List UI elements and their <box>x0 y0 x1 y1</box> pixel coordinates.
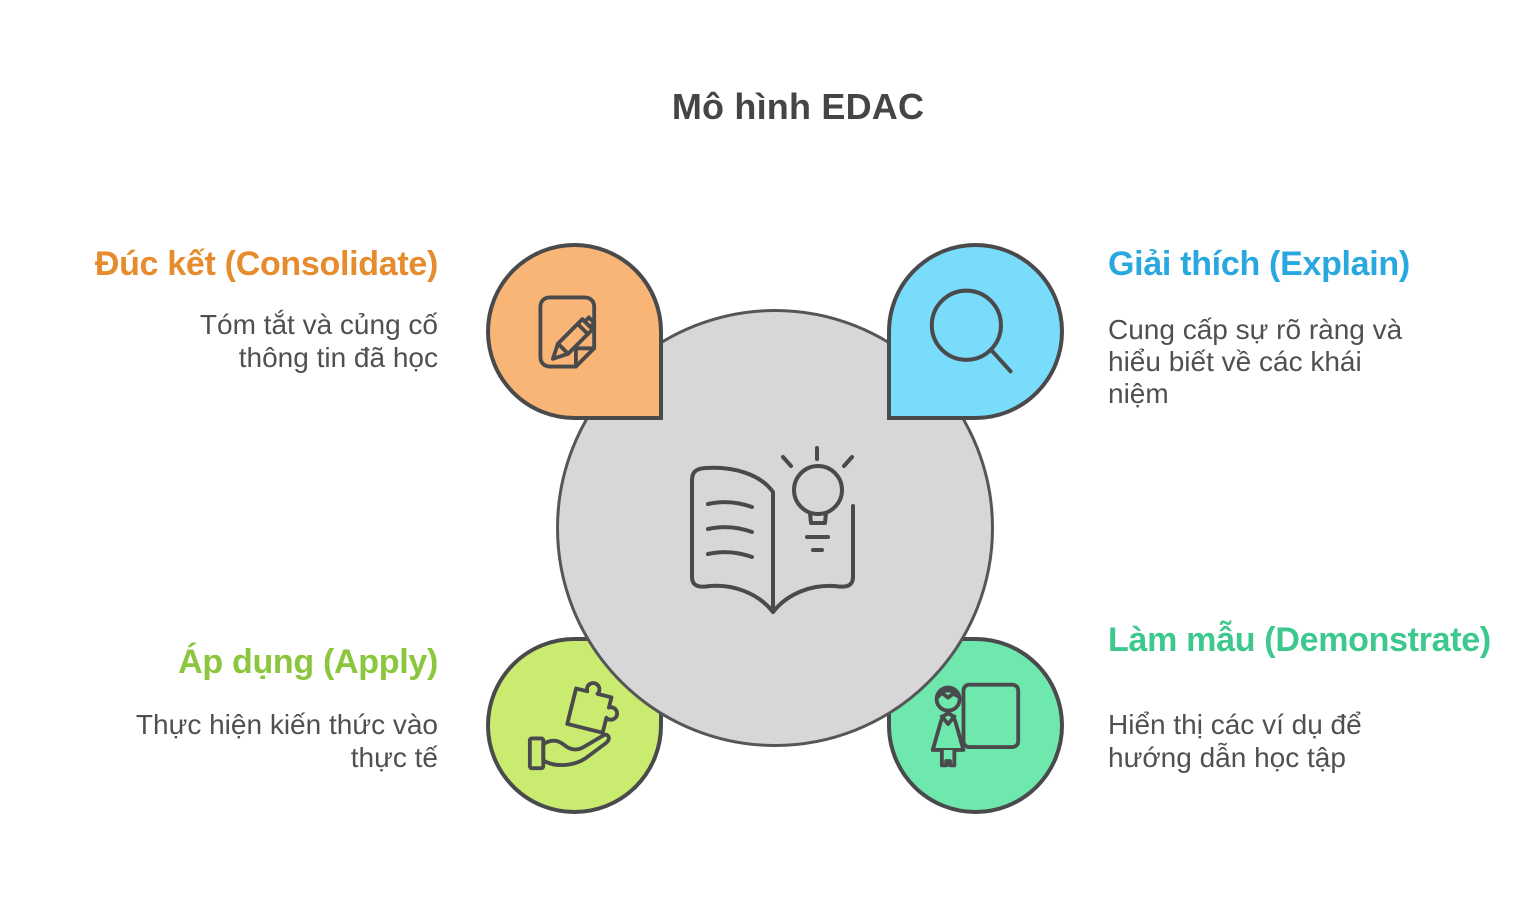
description-line: thực tế <box>350 742 438 773</box>
apply-description: Thực hiện kiến thức vào thực tế <box>38 708 438 774</box>
apply-title: Áp dụng (Apply) <box>178 643 438 681</box>
consolidate-shape <box>486 243 663 420</box>
explain-shape <box>887 243 1064 420</box>
description-line: hướng dẫn học tập <box>1108 742 1346 773</box>
explain-title: Giải thích (Explain) <box>1108 245 1410 283</box>
open-book-lightbulb-icon <box>690 446 855 614</box>
description-line: niệm <box>1108 378 1169 409</box>
magnifier-icon <box>929 288 1013 374</box>
note-pencil-icon <box>538 295 597 369</box>
description-line: Hiển thị các ví dụ để <box>1108 709 1362 740</box>
hand-puzzle-icon <box>527 681 619 771</box>
explain-description: Cung cấp sự rõ ràng và hiểu biết về các … <box>1108 314 1468 410</box>
demonstrate-description: Hiển thị các ví dụ để hướng dẫn học tập <box>1108 708 1468 774</box>
demonstrate-shape <box>887 637 1064 814</box>
description-line: Tóm tắt và củng cố <box>199 309 438 340</box>
description-line: Cung cấp sự rõ ràng và <box>1108 314 1403 345</box>
demonstrate-title: Làm mẫu (Demonstrate) <box>1108 621 1491 659</box>
teacher-whiteboard-icon <box>930 682 1021 768</box>
consolidate-title: Đúc kết (Consolidate) <box>94 245 438 283</box>
page-title: Mô hình EDAC <box>671 86 925 127</box>
description-line: thông tin đã học <box>238 342 438 373</box>
description-line: Thực hiện kiến thức vào <box>135 709 438 740</box>
description-line: hiểu biết về các khái <box>1108 346 1362 377</box>
consolidate-description: Tóm tắt và củng cố thông tin đã học <box>38 308 438 374</box>
